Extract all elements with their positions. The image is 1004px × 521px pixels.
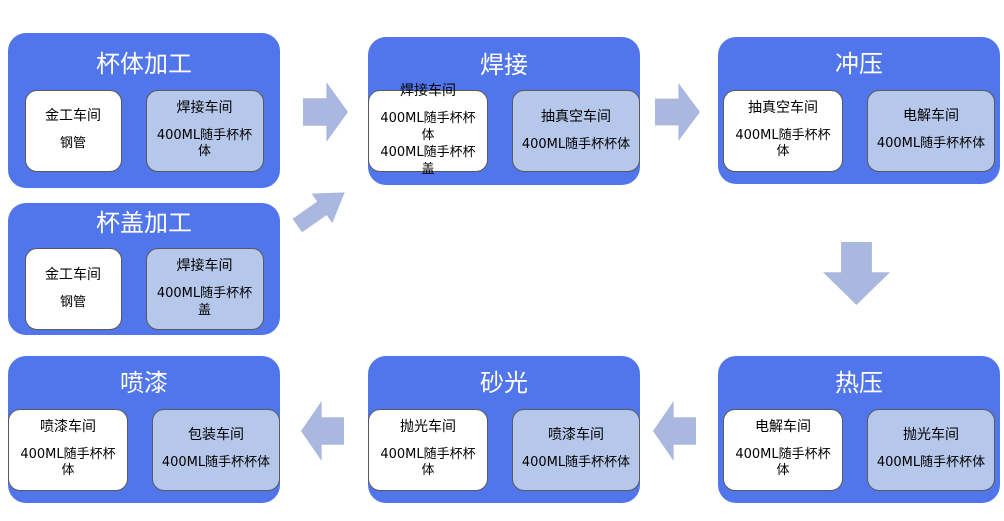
- product-name: 400ML随手杯杯盖: [156, 286, 253, 318]
- stage-cup-body: 杯体加工 金工车间 钢管 焊接车间 400ML随手杯杯体: [8, 33, 280, 188]
- stage-title: 喷漆: [120, 369, 168, 398]
- product-list: 400ML随手杯杯体: [730, 447, 836, 481]
- workshop-card: 抛光车间 400ML随手杯杯体: [368, 408, 488, 491]
- workshop-name: 金工车间: [45, 266, 101, 283]
- product-list: 400ML随手杯杯体: [162, 455, 270, 472]
- product-name: 400ML随手杯杯体: [735, 446, 831, 479]
- product-list: 钢管: [60, 295, 86, 312]
- arrow-right-icon: [303, 82, 348, 142]
- workshop-card: 电解车间 400ML随手杯杯体: [723, 408, 843, 491]
- workshop-card-row: 焊接车间 400ML随手杯杯体 400ML随手杯杯盖 抽真空车间 400ML随手…: [368, 83, 640, 177]
- workshop-card-row: 抽真空车间 400ML随手杯杯体 电解车间 400ML随手杯杯体: [723, 89, 995, 172]
- stage-title: 杯盖加工: [96, 208, 192, 237]
- stage-title: 热压: [835, 369, 883, 398]
- workshop-name: 焊接车间: [176, 99, 233, 116]
- stage-title: 焊接: [480, 50, 528, 79]
- product-name: 钢管: [59, 136, 86, 152]
- arrow-down-icon: [823, 242, 890, 305]
- product-name: 400ML随手杯杯体: [380, 446, 476, 479]
- workshop-name: 抛光车间: [400, 418, 456, 435]
- workshop-card: 喷漆车间 400ML随手杯杯体: [512, 408, 640, 491]
- product-name: 钢管: [59, 294, 86, 310]
- stage-title: 冲压: [835, 50, 883, 79]
- workshop-card-row: 电解车间 400ML随手杯杯体 抛光车间 400ML随手杯杯体: [723, 408, 995, 491]
- product-list: 400ML随手杯杯体: [522, 137, 630, 154]
- workshop-card-row: 金工车间 钢管 焊接车间 400ML随手杯杯体: [24, 89, 264, 172]
- workshop-card: 焊接车间 400ML随手杯杯体 400ML随手杯杯盖: [368, 83, 488, 177]
- workshop-name: 焊接车间: [176, 258, 233, 275]
- arrow-up-right-icon: [287, 178, 355, 241]
- workshop-name: 喷漆车间: [40, 418, 96, 435]
- product-list: 钢管: [60, 136, 86, 153]
- product-list: 400ML随手杯杯体: [15, 447, 121, 481]
- product-name: 400ML随手杯杯体: [876, 455, 986, 471]
- product-name: 400ML随手杯杯体: [156, 127, 253, 160]
- workshop-card-row: 金工车间 钢管 焊接车间 400ML随手杯杯盖: [24, 248, 264, 331]
- workshop-card: 喷漆车间 400ML随手杯杯体: [8, 408, 128, 491]
- workshop-card: 焊接车间 400ML随手杯杯体: [145, 89, 264, 172]
- product-list: 400ML随手杯杯体: [522, 455, 630, 472]
- product-list: 400ML随手杯杯体: [877, 455, 985, 472]
- workshop-name: 抛光车间: [903, 427, 959, 444]
- workshop-name: 包装车间: [188, 427, 244, 444]
- product-name: 400ML随手杯杯体: [380, 111, 476, 144]
- workshop-name: 焊接车间: [400, 83, 456, 100]
- stage-title: 砂光: [480, 369, 528, 398]
- workshop-name: 金工车间: [45, 108, 101, 125]
- product-list: 400ML随手杯杯体: [375, 447, 481, 481]
- arrow-left-icon: [301, 401, 344, 461]
- workshop-card-row: 抛光车间 400ML随手杯杯体 喷漆车间 400ML随手杯杯体: [368, 408, 640, 491]
- workshop-name: 抽真空车间: [748, 99, 818, 116]
- product-list: 400ML随手杯杯体 400ML随手杯杯盖: [375, 111, 481, 179]
- product-name: 400ML随手杯杯体: [876, 136, 986, 152]
- workshop-card: 抛光车间 400ML随手杯杯体: [867, 408, 995, 491]
- workshop-card-row: 喷漆车间 400ML随手杯杯体 包装车间 400ML随手杯杯体: [8, 408, 280, 491]
- product-list: 400ML随手杯杯体: [157, 128, 253, 162]
- product-list: 400ML随手杯杯体: [730, 128, 836, 162]
- product-name: 400ML随手杯杯盖: [380, 145, 476, 177]
- workshop-card: 金工车间 钢管: [24, 248, 122, 331]
- stage-sanding: 砂光 抛光车间 400ML随手杯杯体 喷漆车间 400ML随手杯杯体: [368, 356, 640, 503]
- arrow-left-icon: [653, 401, 696, 461]
- workshop-name: 抽真空车间: [541, 108, 611, 125]
- stage-title: 杯体加工: [96, 50, 192, 79]
- workshop-card: 金工车间 钢管: [24, 89, 122, 172]
- workshop-card: 焊接车间 400ML随手杯杯盖: [145, 248, 264, 331]
- workshop-card: 抽真空车间 400ML随手杯杯体: [723, 89, 843, 172]
- workshop-card: 抽真空车间 400ML随手杯杯体: [512, 90, 640, 173]
- stage-painting: 喷漆 喷漆车间 400ML随手杯杯体 包装车间 400ML随手杯杯体: [8, 356, 280, 503]
- product-list: 400ML随手杯杯体: [877, 136, 985, 153]
- stage-stamping: 冲压 抽真空车间 400ML随手杯杯体 电解车间 400ML随手杯杯体: [718, 37, 1000, 184]
- workshop-name: 电解车间: [755, 418, 811, 435]
- product-name: 400ML随手杯杯体: [20, 446, 116, 479]
- workshop-name: 喷漆车间: [548, 427, 604, 444]
- product-name: 400ML随手杯杯体: [161, 455, 271, 471]
- workshop-name: 电解车间: [903, 108, 959, 125]
- workshop-card: 包装车间 400ML随手杯杯体: [152, 408, 280, 491]
- workshop-card: 电解车间 400ML随手杯杯体: [867, 89, 995, 172]
- stage-welding: 焊接 焊接车间 400ML随手杯杯体 400ML随手杯杯盖 抽真空车间 400M…: [368, 37, 640, 185]
- stage-cup-lid: 杯盖加工 金工车间 钢管 焊接车间 400ML随手杯杯盖: [8, 203, 280, 335]
- arrow-right-icon: [655, 83, 700, 141]
- product-name: 400ML随手杯杯体: [521, 455, 631, 471]
- product-name: 400ML随手杯杯体: [521, 136, 631, 152]
- stage-hot-press: 热压 电解车间 400ML随手杯杯体 抛光车间 400ML随手杯杯体: [718, 356, 1000, 503]
- product-name: 400ML随手杯杯体: [735, 127, 831, 160]
- product-list: 400ML随手杯杯盖: [157, 286, 253, 320]
